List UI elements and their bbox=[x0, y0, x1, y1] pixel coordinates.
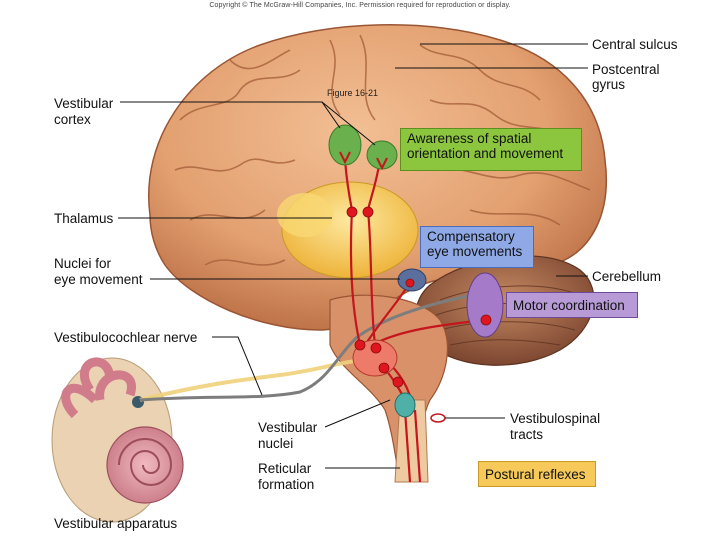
box-awareness-line-1: Awareness of spatial bbox=[407, 131, 532, 146]
vestibulocochlear-nerve-path bbox=[139, 288, 501, 402]
label-nuclei-eye-1: Nuclei for bbox=[54, 256, 112, 271]
box-compensatory-line-2: eye movements bbox=[427, 244, 523, 259]
label-reticular-formation-1: Reticular bbox=[258, 461, 312, 476]
label-nuclei-eye-2: eye movement bbox=[54, 272, 143, 287]
vestibular-apparatus bbox=[51, 357, 184, 523]
label-postcentral-gyrus-1: Postcentral bbox=[592, 62, 660, 77]
label-vestibular-cortex-2: cortex bbox=[54, 112, 91, 127]
copyright-notice: Copyright © The McGraw-Hill Companies, I… bbox=[209, 2, 511, 9]
box-compensatory: Compensatory eye movements bbox=[420, 226, 534, 268]
box-postural-text: Postural reflexes bbox=[485, 467, 586, 482]
figure-label: Figure 16-21 bbox=[327, 88, 379, 98]
label-reticular-formation-2: formation bbox=[258, 477, 315, 492]
label-thalamus: Thalamus bbox=[54, 211, 114, 226]
label-vestibular-cortex-1: Vestibular bbox=[54, 96, 114, 111]
label-vestibulocochlear-nerve: Vestibulocochlear nerve bbox=[54, 330, 198, 345]
label-vestibulospinal-2: tracts bbox=[510, 427, 544, 442]
label-vestibular-apparatus: Vestibular apparatus bbox=[54, 516, 178, 531]
label-vestibulospinal-1: Vestibulospinal bbox=[510, 411, 601, 426]
box-motor-coordination: Motor coordination bbox=[506, 292, 638, 318]
label-vestibular-nuclei-2: nuclei bbox=[258, 436, 294, 451]
box-postural-reflexes: Postural reflexes bbox=[478, 461, 596, 487]
box-awareness-line-2: orientation and movement bbox=[407, 146, 564, 161]
brainstem bbox=[329, 294, 448, 483]
box-compensatory-line-1: Compensatory bbox=[427, 229, 515, 244]
label-vestibular-nuclei-1: Vestibular bbox=[258, 420, 318, 435]
box-motor-text: Motor coordination bbox=[513, 298, 625, 313]
label-central-sulcus: Central sulcus bbox=[592, 37, 678, 52]
label-postcentral-gyrus-2: gyrus bbox=[592, 77, 626, 92]
box-awareness: Awareness of spatial orientation and mov… bbox=[400, 128, 582, 171]
label-cerebellum: Cerebellum bbox=[592, 269, 662, 284]
